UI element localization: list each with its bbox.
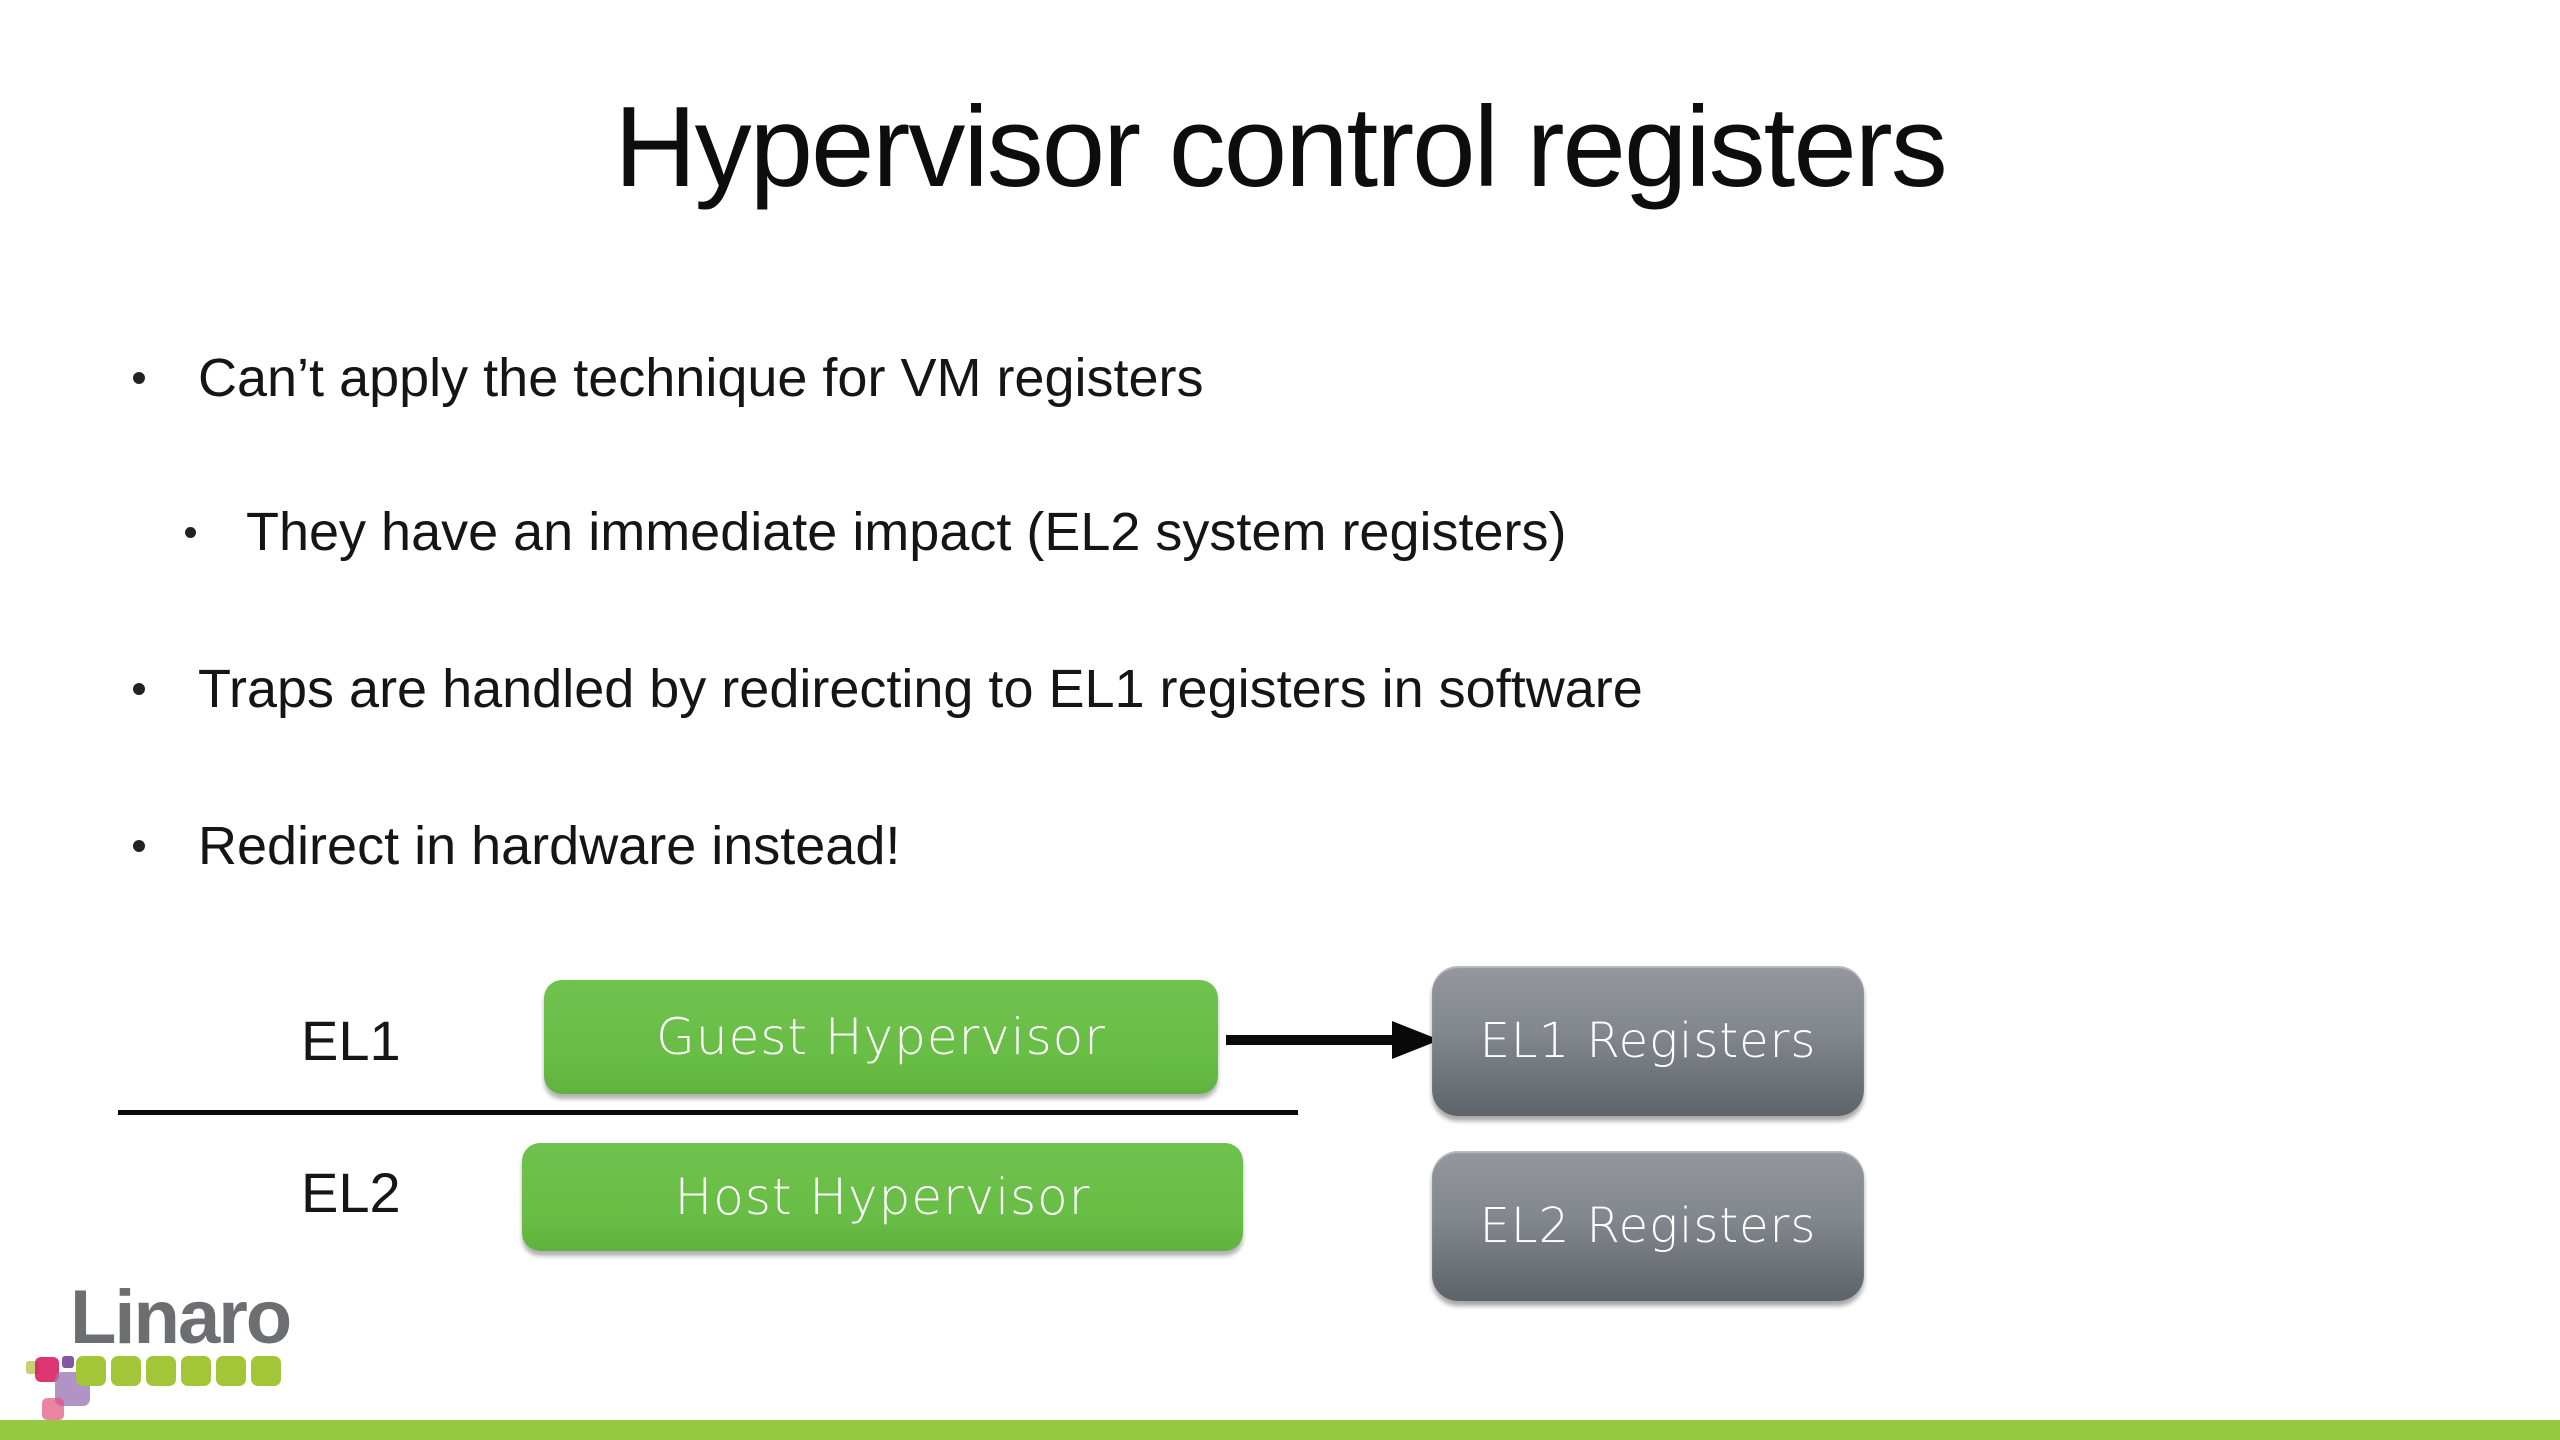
logo-small-purple-square-icon xyxy=(62,1356,74,1368)
logo-green-square-icon xyxy=(216,1356,246,1386)
bullet-text: They have an immediate impact (EL2 syste… xyxy=(246,502,1567,562)
el2-level-label: EL2 xyxy=(301,1161,401,1224)
bullet-item: Traps are handled by redirecting to EL1 … xyxy=(133,651,1643,727)
host-hypervisor-box: Host Hypervisor xyxy=(522,1143,1243,1251)
el1-registers-label: EL1 Registers xyxy=(1479,1013,1817,1069)
logo-green-square-icon xyxy=(76,1356,106,1386)
el1-registers-box: EL1 Registers xyxy=(1432,966,1864,1116)
linaro-logo-text: Linaro xyxy=(70,1275,292,1360)
el2-registers-label: EL2 Registers xyxy=(1479,1198,1817,1254)
bullet-dot-icon xyxy=(133,840,145,852)
linaro-logo: Linaro xyxy=(0,1275,330,1430)
arrow-right-icon xyxy=(1226,1021,1440,1059)
el1-level-label: EL1 xyxy=(301,1009,401,1072)
host-hypervisor-label: Host Hypervisor xyxy=(674,1168,1091,1226)
el2-registers-box: EL2 Registers xyxy=(1432,1151,1864,1301)
el1-el2-divider-line xyxy=(118,1110,1298,1115)
logo-green-square-icon xyxy=(146,1356,176,1386)
guest-hypervisor-box: Guest Hypervisor xyxy=(544,980,1218,1094)
bullet-item: Can’t apply the technique for VM registe… xyxy=(133,340,1204,416)
logo-green-square-icon xyxy=(251,1356,281,1386)
bullet-dot-icon xyxy=(133,683,145,695)
bullet-text: Redirect in hardware instead! xyxy=(198,816,901,876)
bullet-dot-icon xyxy=(185,526,196,538)
footer-green-bar xyxy=(0,1420,2560,1440)
linaro-logo-squares-icon xyxy=(76,1356,281,1386)
bullet-text: Can’t apply the technique for VM registe… xyxy=(198,348,1204,408)
page-title: Hypervisor control registers xyxy=(614,84,1947,211)
logo-green-square-icon xyxy=(181,1356,211,1386)
bullet-dot-icon xyxy=(133,372,145,384)
bullet-item: Redirect in hardware instead! xyxy=(133,808,900,884)
logo-pink-square-icon xyxy=(42,1398,64,1420)
bullet-text: Traps are handled by redirecting to EL1 … xyxy=(198,659,1643,719)
bullet-item-sub: They have an immediate impact (EL2 syste… xyxy=(185,494,1567,570)
guest-hypervisor-label: Guest Hypervisor xyxy=(656,1008,1106,1066)
logo-green-square-icon xyxy=(111,1356,141,1386)
